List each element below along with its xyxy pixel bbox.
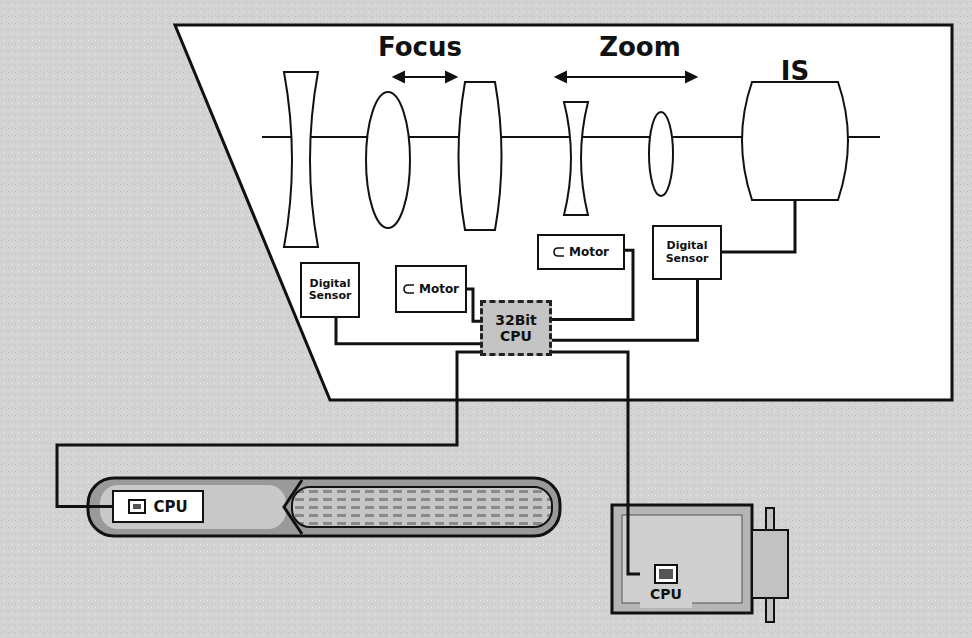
node-text: CPU xyxy=(153,498,187,516)
digital-sensor: Digital Sensor xyxy=(652,225,722,280)
camera-body xyxy=(612,505,788,622)
convex-lens xyxy=(459,82,502,230)
lens-cpu: CPU xyxy=(112,490,204,523)
node-text: 32Bit CPU xyxy=(486,312,546,344)
signal-wire xyxy=(336,318,480,344)
motor-symbol xyxy=(553,246,565,258)
is-label: IS xyxy=(760,56,830,86)
cpu-chip: 32Bit CPU xyxy=(480,300,552,356)
zoom-lens xyxy=(564,102,588,215)
zoom-lens xyxy=(649,112,673,196)
motor-symbol xyxy=(403,283,415,295)
node-text: Digital Sensor xyxy=(305,278,355,302)
chip-symbol xyxy=(128,499,146,514)
signal-wire xyxy=(552,352,640,574)
focus-arrow xyxy=(394,72,456,82)
label-text: Zoom xyxy=(599,32,681,62)
label-text: Focus xyxy=(378,32,462,62)
label-text: IS xyxy=(781,56,809,86)
is-wire xyxy=(716,200,795,252)
signal-wire xyxy=(552,280,698,340)
chip-symbol xyxy=(654,564,678,584)
zoom-arrow xyxy=(556,72,696,82)
focus-lens xyxy=(366,92,410,228)
lens-panel xyxy=(175,25,952,400)
is-lens xyxy=(742,82,848,200)
motor-box: Motor xyxy=(537,234,625,270)
signal-wire xyxy=(467,289,480,321)
lens-body xyxy=(88,478,560,536)
concave-lens xyxy=(284,72,318,247)
node-text: Motor xyxy=(419,282,459,296)
node-text: Digital Sensor xyxy=(657,240,717,264)
body-cpu: CPU xyxy=(640,558,692,608)
focus-label: Focus xyxy=(355,32,485,62)
zoom-label: Zoom xyxy=(575,32,705,62)
motor-box: Motor xyxy=(395,265,467,313)
signal-wire xyxy=(57,352,480,506)
node-text: CPU xyxy=(650,586,682,602)
node-text: Motor xyxy=(569,245,609,259)
digital-sensor: Digital Sensor xyxy=(300,262,360,318)
